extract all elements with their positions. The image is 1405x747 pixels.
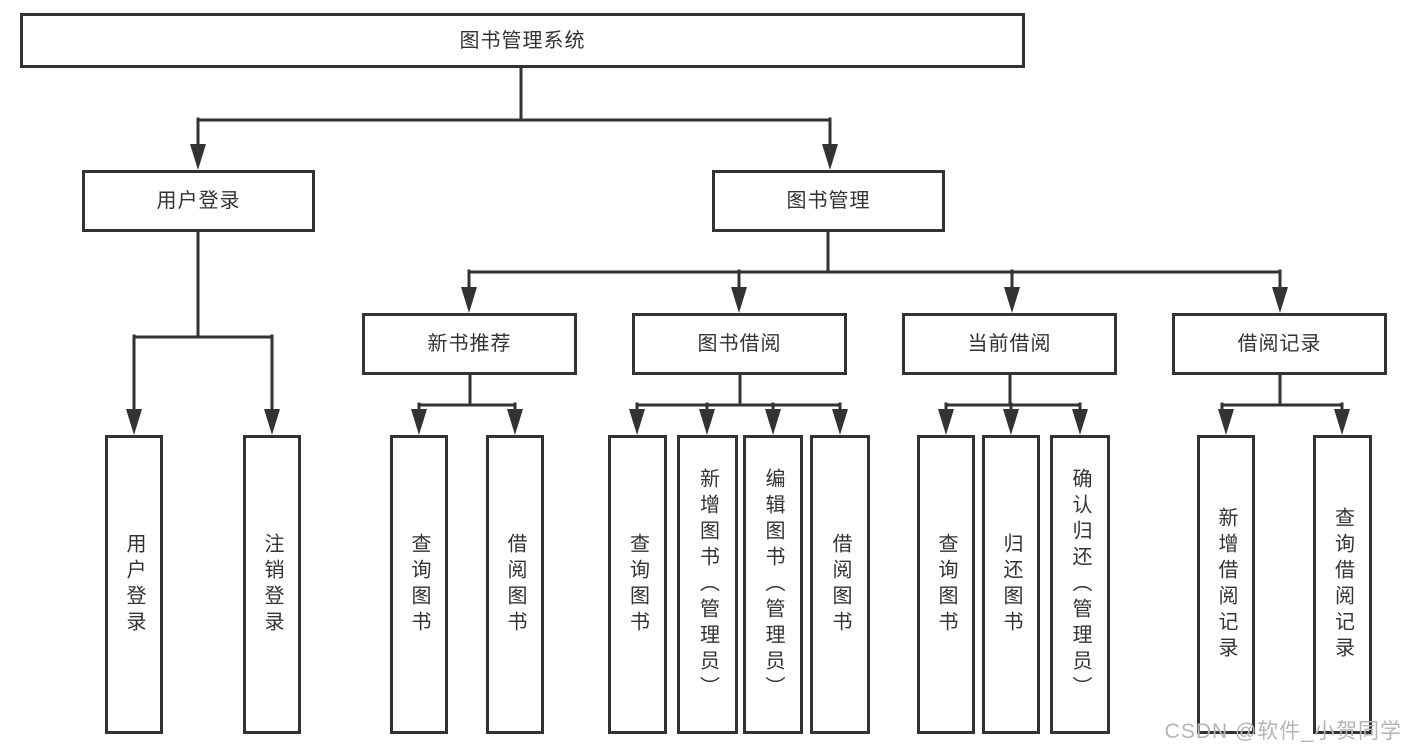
leaf-query-books-1: 查询图书 bbox=[390, 435, 448, 734]
leaf-return-books: 归还图书 bbox=[982, 435, 1040, 734]
leaf-edit-book-admin-label: 编辑图书（管理员） bbox=[762, 467, 784, 702]
leaf-return-books-label: 归还图书 bbox=[1000, 532, 1022, 637]
node-borrow-records: 借阅记录 bbox=[1172, 313, 1387, 375]
leaf-borrow-books-1-label: 借阅图书 bbox=[504, 532, 526, 637]
leaf-user-login-label: 用户登录 bbox=[123, 532, 145, 637]
leaf-confirm-return-admin-label: 确认归还（管理员） bbox=[1069, 467, 1091, 702]
leaf-borrow-books-2-label: 借阅图书 bbox=[829, 532, 851, 637]
leaf-logout: 注销登录 bbox=[243, 435, 301, 734]
leaf-logout-label: 注销登录 bbox=[261, 532, 283, 637]
node-current-borrow-label: 当前借阅 bbox=[967, 333, 1052, 355]
leaf-borrow-books-1: 借阅图书 bbox=[486, 435, 544, 734]
leaf-user-login: 用户登录 bbox=[105, 435, 163, 734]
node-borrow-records-label: 借阅记录 bbox=[1237, 333, 1322, 355]
node-book-borrow: 图书借阅 bbox=[632, 313, 847, 375]
node-book-management: 图书管理 bbox=[712, 170, 945, 232]
leaf-query-books-2-label: 查询图书 bbox=[626, 532, 649, 637]
leaf-borrow-books-2: 借阅图书 bbox=[810, 435, 870, 734]
leaf-query-borrow-record: 查询借阅记录 bbox=[1313, 435, 1372, 734]
node-new-book-recommend: 新书推荐 bbox=[362, 313, 577, 375]
node-root-label: 图书管理系统 bbox=[459, 29, 586, 52]
leaf-confirm-return-admin: 确认归还（管理员） bbox=[1050, 435, 1110, 734]
leaf-query-books-1-label: 查询图书 bbox=[408, 532, 430, 637]
leaf-add-book-admin: 新增图书（管理员） bbox=[677, 435, 738, 734]
leaf-query-borrow-record-label: 查询借阅记录 bbox=[1331, 506, 1354, 663]
node-current-borrow: 当前借阅 bbox=[902, 313, 1117, 375]
leaf-query-books-3-label: 查询图书 bbox=[935, 532, 957, 637]
leaf-add-borrow-record-label: 新增借阅记录 bbox=[1215, 506, 1237, 663]
node-book-borrow-label: 图书借阅 bbox=[697, 333, 782, 355]
node-new-book-recommend-label: 新书推荐 bbox=[427, 333, 512, 355]
leaf-add-borrow-record: 新增借阅记录 bbox=[1197, 435, 1255, 734]
node-book-management-label: 图书管理 bbox=[786, 190, 871, 212]
leaf-query-books-3: 查询图书 bbox=[917, 435, 975, 734]
leaf-edit-book-admin: 编辑图书（管理员） bbox=[743, 435, 803, 734]
leaf-query-books-2: 查询图书 bbox=[608, 435, 667, 734]
watermark: CSDN @软件_小贺同学 bbox=[1164, 720, 1402, 743]
node-user-login-label: 用户登录 bbox=[156, 190, 241, 212]
node-user-login: 用户登录 bbox=[82, 170, 315, 232]
arrowheads bbox=[126, 144, 1350, 435]
node-root: 图书管理系统 bbox=[20, 13, 1025, 68]
leaf-add-book-admin-label: 新增图书（管理员） bbox=[696, 467, 719, 702]
